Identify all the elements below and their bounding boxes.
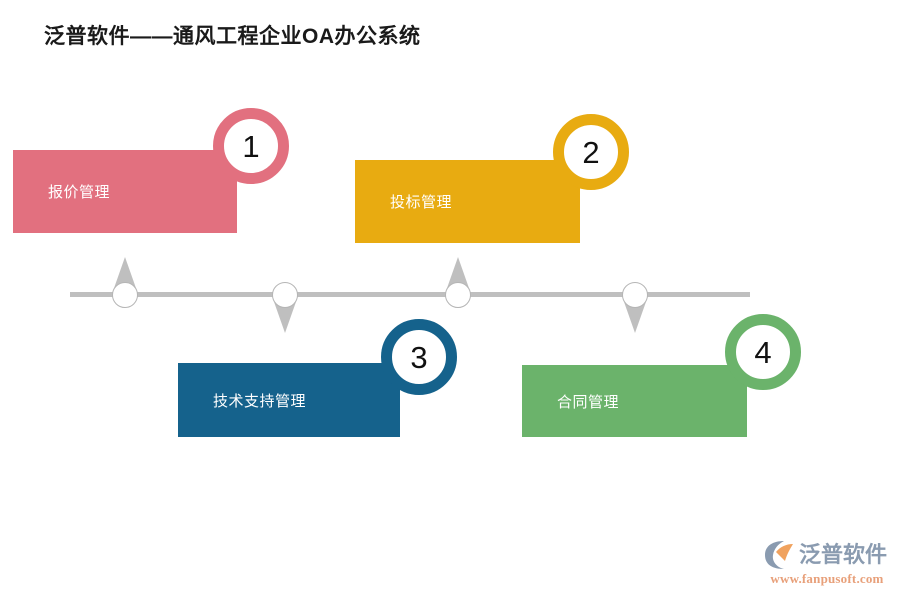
step-label-1: 报价管理 (48, 184, 111, 201)
step-badge-2[interactable]: 2 (553, 114, 629, 190)
step-label-2: 投标管理 (390, 194, 453, 211)
step-badge-4[interactable]: 4 (725, 314, 801, 390)
swoosh-icon (765, 541, 793, 569)
step-box-3[interactable]: 技术支持管理 (178, 363, 400, 437)
step-number-4: 4 (754, 334, 772, 370)
step-box-4[interactable]: 合同管理 (522, 365, 747, 437)
step-label-4: 合同管理 (557, 393, 620, 411)
step-label-3: 技术支持管理 (213, 392, 307, 410)
step-number-1: 1 (242, 128, 260, 164)
page-title: 泛普软件——通风工程企业OA办公系统 (44, 25, 421, 48)
step-box-1[interactable]: 报价管理 (13, 150, 237, 233)
timeline-axis (70, 292, 750, 297)
step-box-2[interactable]: 投标管理 (355, 160, 580, 243)
watermark-url: www.fanpusoft.com (770, 571, 884, 586)
timeline-node-1[interactable] (112, 282, 138, 308)
timeline-node-2[interactable] (445, 282, 471, 308)
watermark-name: 泛普软件 (799, 542, 888, 567)
step-badge-3[interactable]: 3 (381, 319, 457, 395)
watermark-row: 泛普软件 (762, 540, 892, 570)
step-badge-1[interactable]: 1 (213, 108, 289, 184)
timeline-node-3[interactable] (272, 282, 298, 308)
step-number-2: 2 (582, 134, 600, 170)
step-number-3: 3 (410, 339, 428, 375)
watermark-logo: 泛普软件 www.fanpusoft.com (762, 540, 892, 590)
timeline-node-4[interactable] (622, 282, 648, 308)
